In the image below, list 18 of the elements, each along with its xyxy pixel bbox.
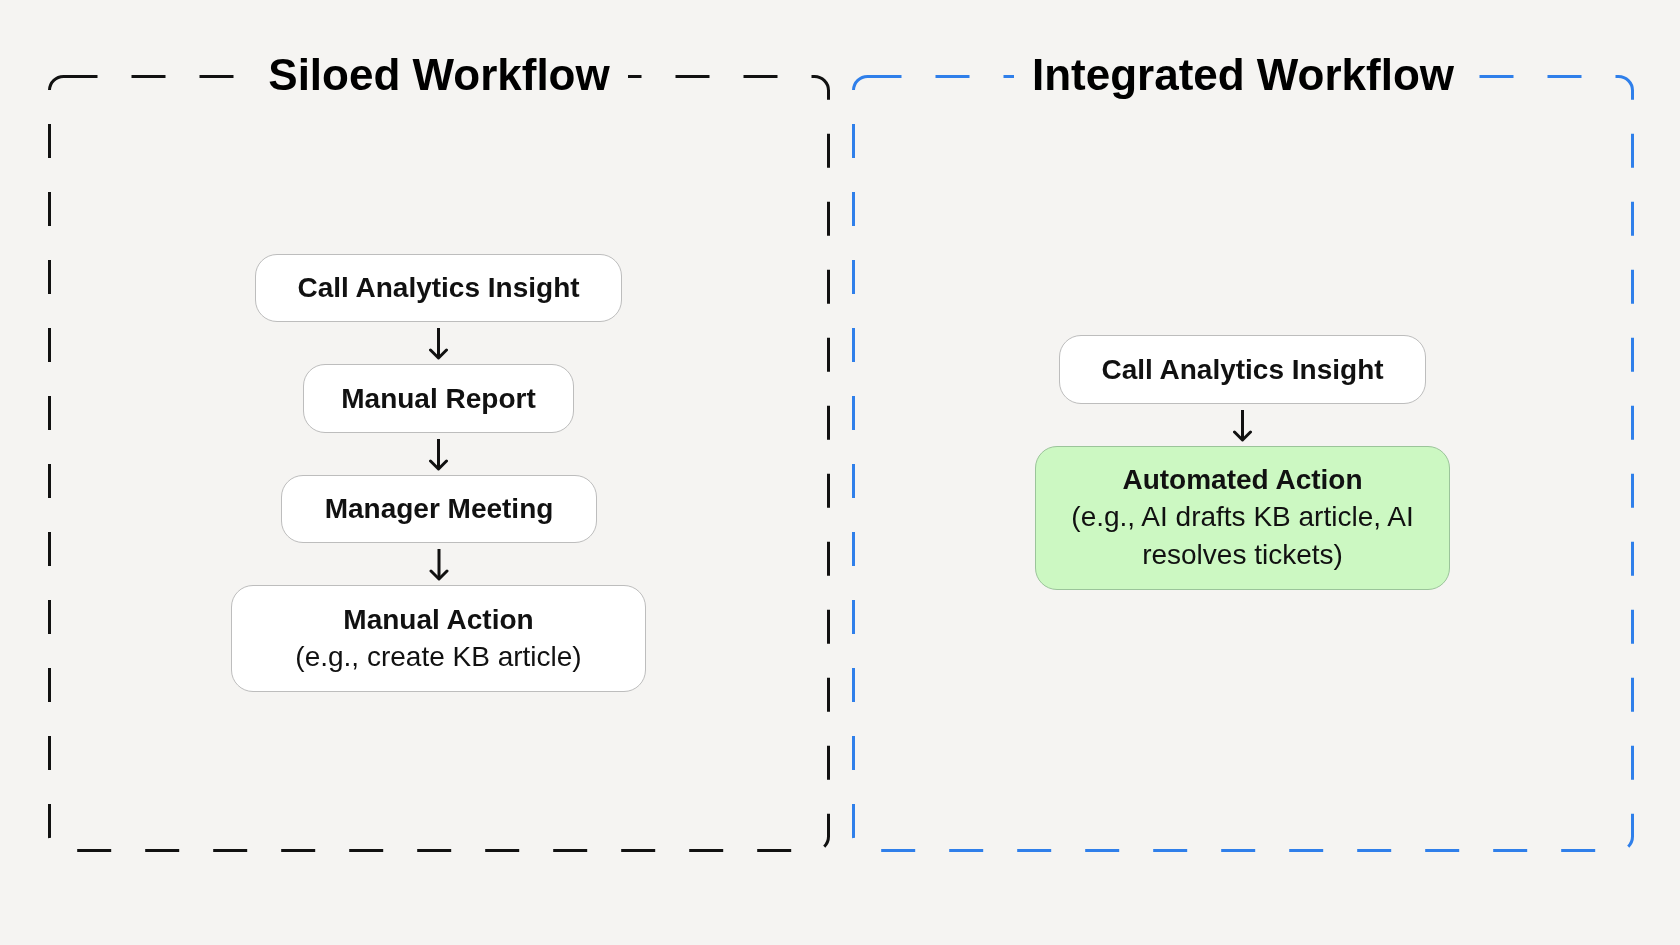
arrow bbox=[429, 439, 448, 471]
process-box bbox=[1059, 335, 1426, 404]
arrow bbox=[1233, 410, 1252, 442]
process-box bbox=[281, 475, 597, 543]
box-heading: Manual Action bbox=[343, 602, 534, 637]
process-box bbox=[231, 585, 646, 692]
process-box bbox=[303, 364, 574, 433]
box-heading: Manual Report bbox=[341, 381, 536, 416]
arrow bbox=[429, 328, 448, 360]
box-heading: Call Analytics Insight bbox=[1101, 352, 1384, 387]
arrow bbox=[429, 549, 449, 581]
box-description: (e.g., AI drafts KB article, AI resolves tickets) bbox=[1070, 500, 1415, 572]
process-box bbox=[255, 254, 622, 322]
box-description: (e.g., create KB article) bbox=[295, 639, 582, 674]
process-box bbox=[1035, 446, 1450, 590]
box-heading: Manager Meeting bbox=[324, 492, 554, 526]
box-heading: Call Analytics Insight bbox=[297, 271, 580, 305]
box-heading: Automated Action bbox=[1122, 463, 1363, 497]
